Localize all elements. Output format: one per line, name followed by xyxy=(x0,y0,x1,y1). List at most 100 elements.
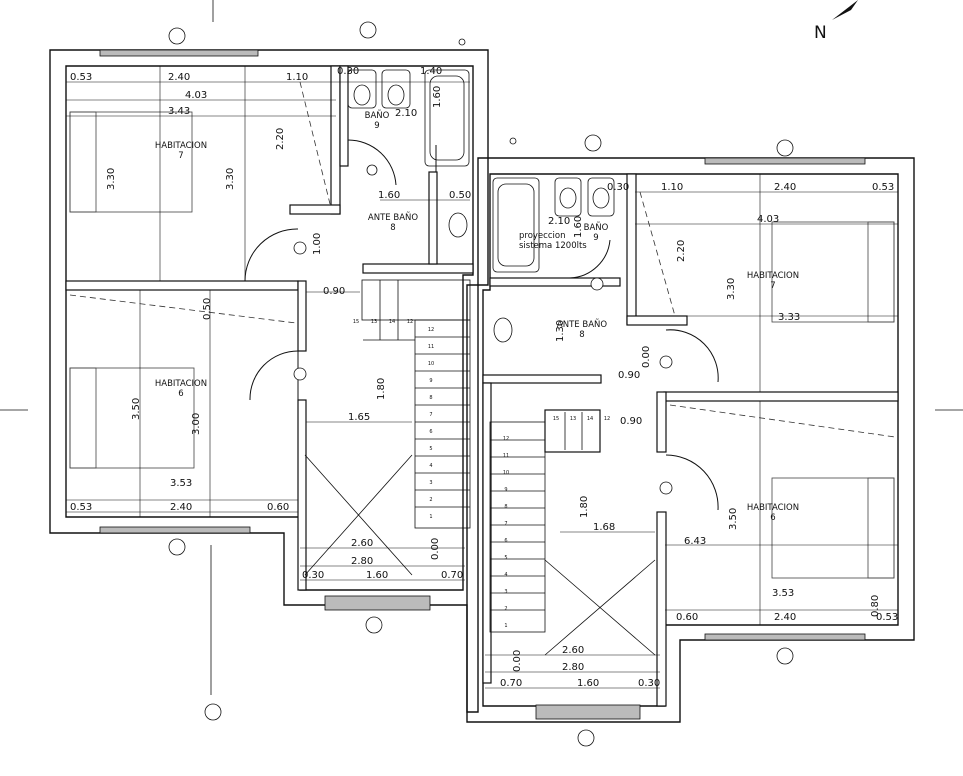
dim-label: 1.60 xyxy=(378,190,400,201)
room-hab6-left-num: 6 xyxy=(178,389,183,399)
room-bano-left-num: 9 xyxy=(374,121,379,131)
room-hab7-right-name: HABITACION xyxy=(747,271,799,281)
dim-label: 3.30 xyxy=(106,168,117,190)
dim-label: 1.80 xyxy=(579,496,590,518)
dim-label: 4.03 xyxy=(757,214,779,225)
stair-step-number: 7 xyxy=(504,521,507,527)
windows xyxy=(99,49,866,720)
dim-label: 3.50 xyxy=(131,398,142,420)
stair-right xyxy=(489,412,656,656)
room-labels: HABITACION 7 HABITACION 6 BAÑO 9 ANTE BA… xyxy=(155,110,799,523)
dim-label: 3.33 xyxy=(778,312,800,323)
dim-label: 3.30 xyxy=(726,278,737,300)
dim-label: 2.20 xyxy=(275,128,286,150)
note-line2: sistema 1200lts xyxy=(519,241,587,251)
stair-step-number: 6 xyxy=(504,538,507,544)
stair-step-number: 14 xyxy=(389,319,395,325)
dim-label: 1.65 xyxy=(348,412,370,423)
stair-step-number: 10 xyxy=(428,361,434,367)
dim-label: 1.00 xyxy=(312,233,323,255)
dim-label: 2.10 xyxy=(395,108,417,119)
room-hab7-left-name: HABITACION xyxy=(155,141,207,151)
dimension-lines xyxy=(66,66,898,689)
dim-label: 0.00 xyxy=(641,346,652,368)
stair-step-number: 15 xyxy=(353,319,359,325)
dim-label: 1.10 xyxy=(286,72,308,83)
dim-label: 3.53 xyxy=(170,478,192,489)
dimension-labels: 0.53 2.40 1.10 0.30 1.40 4.03 3.43 2.10 … xyxy=(70,66,898,689)
north-arrow-icon xyxy=(832,0,858,20)
dim-label: 0.00 xyxy=(430,538,441,560)
room-hab7-left-num: 7 xyxy=(178,151,183,161)
dim-label: 6.43 xyxy=(684,536,706,547)
stair-step-number: 8 xyxy=(504,504,507,510)
stair-step-number: 13 xyxy=(570,416,576,422)
dim-label: 1.40 xyxy=(420,66,442,77)
stair-step-number: 14 xyxy=(587,416,593,422)
room-hab6-right-name: HABITACION xyxy=(747,503,799,513)
room-bano-left-name: BAÑO xyxy=(365,110,390,121)
room-ante-right-name: ANTE BAÑO xyxy=(557,319,607,330)
dim-label: 1.30 xyxy=(555,320,566,342)
dim-label: 2.40 xyxy=(774,612,796,623)
bath-fixtures xyxy=(347,69,615,343)
interior-walls xyxy=(65,65,899,707)
stair-step-number: 1 xyxy=(504,623,507,629)
note-line1: proyeccion xyxy=(519,231,565,241)
stair-left xyxy=(304,279,471,576)
dim-label: 0.53 xyxy=(872,182,894,193)
dim-label: 2.10 xyxy=(548,216,570,227)
dim-label: 0.50 xyxy=(202,298,213,320)
stair-step-number: 10 xyxy=(503,470,509,476)
north-label: N xyxy=(814,23,827,43)
reference-lines xyxy=(0,0,963,695)
dim-label: 0.60 xyxy=(267,502,289,513)
dim-label: 0.90 xyxy=(618,370,640,381)
dim-label: 3.50 xyxy=(728,508,739,530)
dim-label: 1.60 xyxy=(573,216,584,238)
dashed-lines xyxy=(69,81,896,438)
stair-step-number: 12 xyxy=(604,416,610,422)
dim-label: 0.70 xyxy=(500,678,522,689)
stair-step-number: 9 xyxy=(429,378,432,384)
dim-label: 0.80 xyxy=(870,595,881,617)
stair-step-number: 2 xyxy=(429,497,432,503)
projection-note: proyeccion sistema 1200lts xyxy=(519,231,587,251)
room-ante-right-num: 8 xyxy=(579,330,584,340)
stair-step-number: 12 xyxy=(428,327,434,333)
room-ante-left-num: 8 xyxy=(390,223,395,233)
dim-label: 0.90 xyxy=(620,416,642,427)
dim-label: 2.40 xyxy=(774,182,796,193)
dim-label: 1.60 xyxy=(366,570,388,581)
dim-label: 3.43 xyxy=(168,106,190,117)
dim-label: 0.70 xyxy=(441,570,463,581)
dim-label: 0.53 xyxy=(876,612,898,623)
room-bano-right-name: BAÑO xyxy=(584,222,609,233)
stair-step-number: 15 xyxy=(553,416,559,422)
dim-label: 2.80 xyxy=(562,662,584,673)
dim-label: 2.60 xyxy=(351,538,373,549)
dim-label: 1.80 xyxy=(376,378,387,400)
dim-label: 0.00 xyxy=(512,650,523,672)
dim-label: 2.40 xyxy=(170,502,192,513)
stair-step-number: 5 xyxy=(429,446,432,452)
stair-step-number: 12 xyxy=(407,319,413,325)
dim-label: 0.30 xyxy=(607,182,629,193)
stair-step-number: 4 xyxy=(504,572,507,578)
dim-label: 2.80 xyxy=(351,556,373,567)
stair-step-number: 5 xyxy=(504,555,507,561)
dim-label: 0.30 xyxy=(638,678,660,689)
dim-label: 3.30 xyxy=(225,168,236,190)
dim-label: 3.53 xyxy=(772,588,794,599)
room-hab6-right-num: 6 xyxy=(770,513,775,523)
room-hab6-left-name: HABITACION xyxy=(155,379,207,389)
stair-step-number: 12 xyxy=(503,436,509,442)
stair-step-number: 9 xyxy=(504,487,507,493)
section-markers xyxy=(168,21,794,747)
dim-label: 0.30 xyxy=(302,570,324,581)
stair-step-number: 3 xyxy=(504,589,507,595)
room-hab7-right-num: 7 xyxy=(770,281,775,291)
stair-step-number: 11 xyxy=(428,344,434,350)
